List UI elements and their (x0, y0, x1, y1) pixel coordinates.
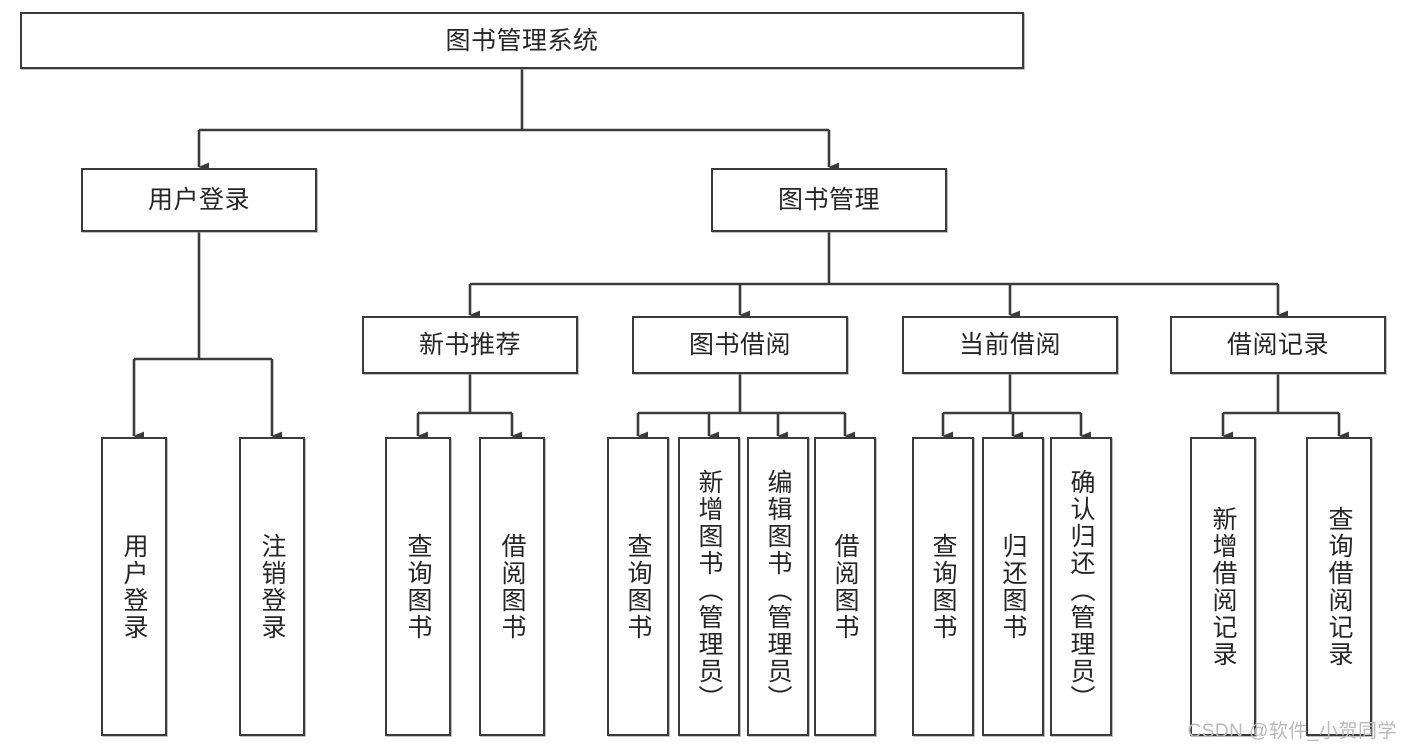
leaf-user-logout[interactable]: 注销登录 (239, 437, 305, 736)
node-root-system[interactable]: 图书管理系统 (20, 12, 1024, 69)
node-label: 查询借阅记录 (1325, 505, 1353, 668)
leaf-borrow-add-book-admin[interactable]: 新增图书（管理员） (678, 437, 740, 736)
node-book-management[interactable]: 图书管理 (711, 168, 947, 232)
node-label: 图书管理 (777, 186, 880, 214)
leaf-borrow-query-book[interactable]: 查询图书 (607, 437, 669, 736)
node-label: 归还图书 (999, 532, 1027, 641)
leaf-current-return-book[interactable]: 归还图书 (982, 437, 1044, 736)
node-label: 借阅图书 (831, 532, 859, 641)
leaf-recommend-query-book[interactable]: 查询图书 (385, 437, 451, 736)
leaf-record-add-borrow-record[interactable]: 新增借阅记录 (1190, 437, 1256, 736)
node-label: 注销登录 (258, 532, 286, 641)
node-label: 借阅图书 (498, 532, 526, 641)
node-label: 图书借阅 (688, 331, 791, 359)
leaf-borrow-edit-book-admin[interactable]: 编辑图书（管理员） (747, 437, 809, 736)
node-label: 新增借阅记录 (1209, 505, 1237, 668)
node-label: 借阅记录 (1226, 331, 1329, 359)
node-label: 查询图书 (624, 532, 652, 641)
node-label: 图书管理系统 (445, 26, 599, 55)
node-current-borrow[interactable]: 当前借阅 (902, 316, 1118, 374)
node-book-borrow[interactable]: 图书借阅 (632, 316, 848, 374)
watermark-text: CSDN @软件_小贺同学 (1187, 721, 1397, 742)
node-label: 用户登录 (147, 186, 250, 214)
node-label: 查询图书 (929, 532, 957, 641)
leaf-borrow-borrow-book[interactable]: 借阅图书 (814, 437, 876, 736)
node-new-book-recommend[interactable]: 新书推荐 (362, 316, 578, 374)
leaf-current-confirm-return-admin[interactable]: 确认归还（管理员） (1050, 437, 1112, 736)
node-label: 当前借阅 (958, 331, 1061, 359)
node-label: 用户登录 (120, 532, 148, 641)
node-user-login[interactable]: 用户登录 (81, 168, 317, 232)
node-label: 编辑图书（管理员） (764, 469, 792, 712)
leaf-record-query-borrow-record[interactable]: 查询借阅记录 (1306, 437, 1372, 736)
node-borrow-record[interactable]: 借阅记录 (1170, 316, 1386, 374)
leaf-recommend-borrow-book[interactable]: 借阅图书 (479, 437, 545, 736)
leaf-current-query-book[interactable]: 查询图书 (912, 437, 974, 736)
node-label: 新书推荐 (418, 331, 521, 359)
node-label: 新增图书（管理员） (695, 469, 723, 712)
node-label: 确认归还（管理员） (1067, 469, 1095, 712)
node-label: 查询图书 (404, 532, 432, 641)
leaf-user-login[interactable]: 用户登录 (101, 437, 167, 736)
